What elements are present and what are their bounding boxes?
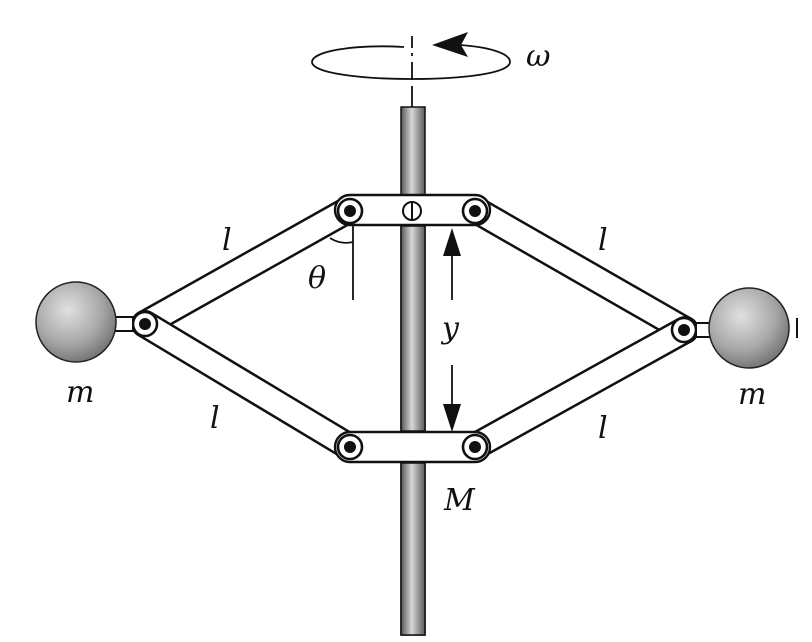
length-l-upper-right-label: l	[598, 223, 608, 258]
mass-m-right-label: m	[738, 377, 766, 412]
link-lower-left	[131, 310, 362, 460]
pivot-pin-icon	[131, 310, 159, 338]
pivot-pin-icon	[336, 197, 364, 225]
left-ball	[35, 281, 117, 363]
y-label: y	[440, 311, 460, 346]
link-upper-right	[462, 196, 699, 344]
pivot-pin-icon	[336, 433, 364, 461]
mass-m-left-label: m	[66, 375, 94, 410]
right-ball	[708, 287, 790, 369]
mass-M-label: M	[443, 483, 476, 518]
omega-label: ω	[526, 39, 550, 74]
linkages	[131, 196, 699, 460]
length-l-lower-right-label: l	[598, 411, 608, 446]
theta-angle-marker	[329, 226, 354, 300]
link-lower-right	[462, 316, 699, 460]
lower-collar	[333, 430, 492, 464]
length-l-lower-left-label: l	[210, 401, 220, 436]
y-dimension-arrow	[443, 228, 461, 432]
rotation-arrow-icon	[311, 32, 511, 80]
link-upper-left	[131, 196, 362, 338]
pivot-pin-icon	[670, 316, 698, 344]
pivot-pin-icon	[461, 197, 489, 225]
theta-label: θ	[308, 261, 326, 296]
length-l-upper-left-label: l	[222, 223, 232, 258]
pivot-pin-icon	[461, 433, 489, 461]
collar-center-pin-icon	[402, 201, 422, 221]
